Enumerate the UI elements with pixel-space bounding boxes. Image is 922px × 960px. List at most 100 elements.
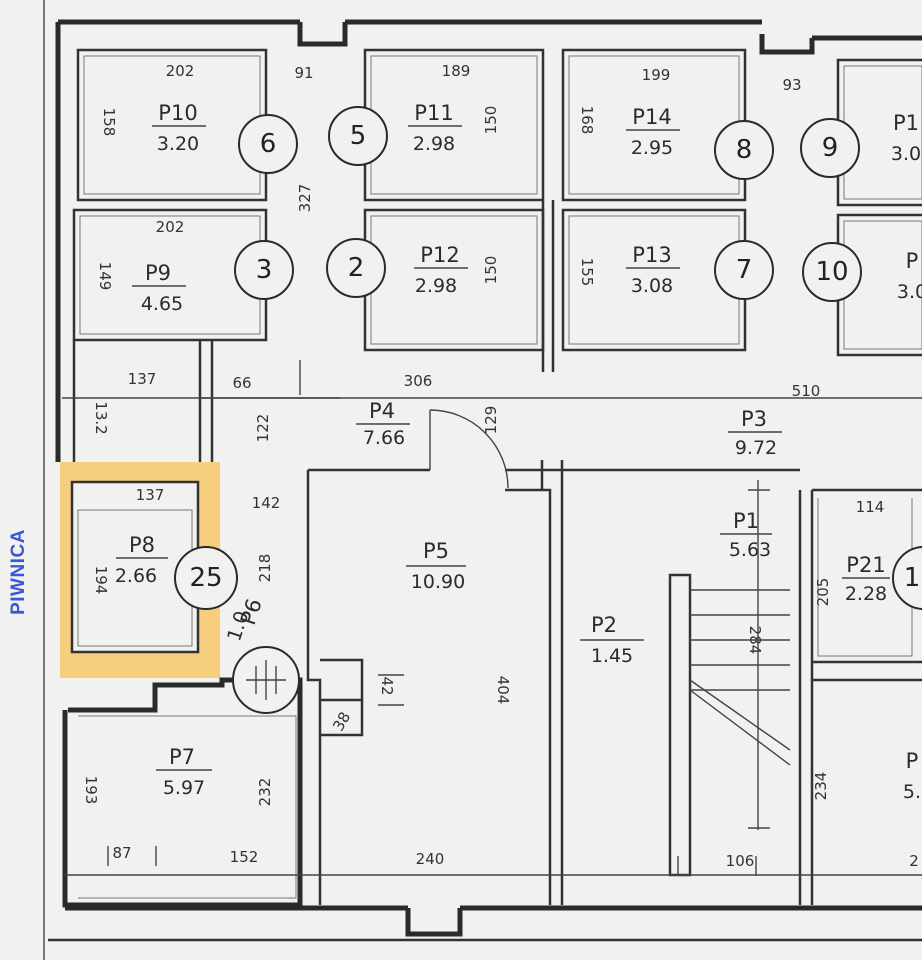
svg-text:6: 6 xyxy=(260,129,277,159)
room-p8-name: P8 xyxy=(129,533,155,557)
room-p3-name: P3 xyxy=(741,407,767,431)
svg-text:3: 3 xyxy=(256,255,273,285)
room-p16-area: 3.0 xyxy=(897,281,922,303)
svg-text:25: 25 xyxy=(189,563,222,593)
storage-cells xyxy=(72,48,922,462)
dim-149: 149 xyxy=(96,262,114,291)
dim-193: 193 xyxy=(82,776,100,805)
dim-142: 142 xyxy=(252,494,281,512)
dim-327: 327 xyxy=(296,184,314,213)
dim-2: 2 xyxy=(909,852,919,870)
marker-3: 3 xyxy=(234,240,294,300)
svg-text:7: 7 xyxy=(736,255,753,285)
room-p2-area: 1.45 xyxy=(591,645,633,667)
room-p21-name: P21 xyxy=(846,553,885,577)
room-p4-name: P4 xyxy=(369,399,395,423)
dim-202-top: 202 xyxy=(166,62,195,80)
dim-122: 122 xyxy=(254,414,272,443)
dimension-ticks xyxy=(107,480,770,876)
dim-137-a: 137 xyxy=(128,370,157,388)
middle-walls xyxy=(70,409,922,905)
room-p1-name: P1 xyxy=(733,509,759,533)
dim-114: 114 xyxy=(856,498,885,516)
dim-150-a: 150 xyxy=(482,106,500,135)
room-p22-name: P xyxy=(906,749,919,773)
lower-walls xyxy=(62,677,922,908)
dim-194: 194 xyxy=(92,566,110,595)
dim-510: 510 xyxy=(792,382,821,400)
dim-152: 152 xyxy=(230,848,259,866)
dim-106: 106 xyxy=(726,852,755,870)
dim-306: 306 xyxy=(404,372,433,390)
room-p5-area: 10.90 xyxy=(411,571,465,593)
room-p14-area: 2.95 xyxy=(631,137,673,159)
room-p9-area: 4.65 xyxy=(141,293,183,315)
dim-189: 189 xyxy=(442,62,471,80)
room-p8-area: 2.66 xyxy=(115,565,157,587)
svg-text:1: 1 xyxy=(904,563,921,593)
dim-240: 240 xyxy=(416,850,445,868)
room-p11-area: 2.98 xyxy=(413,133,455,155)
room-p5-name: P5 xyxy=(423,539,449,563)
room-p10-area: 3.20 xyxy=(157,133,199,155)
dim-168: 168 xyxy=(578,106,596,135)
room-p4-area: 7.66 xyxy=(363,427,405,449)
marker-10: 10 xyxy=(802,242,862,302)
svg-text:9: 9 xyxy=(822,133,839,163)
marker-2: 2 xyxy=(326,238,386,298)
svg-text:2: 2 xyxy=(348,253,365,283)
room-p13-name: P13 xyxy=(632,243,671,267)
dim-13-2: 13.2 xyxy=(92,401,110,434)
room-p3-area: 9.72 xyxy=(735,437,777,459)
room-p10-name: P10 xyxy=(158,101,197,125)
marker-7: 7 xyxy=(714,240,774,300)
svg-text:5: 5 xyxy=(350,121,367,151)
room-p11-name: P11 xyxy=(414,101,453,125)
room-p1-area: 5.63 xyxy=(729,539,771,561)
dim-199: 199 xyxy=(642,66,671,84)
room-p22-area: 5. xyxy=(903,781,921,803)
dim-155: 155 xyxy=(578,258,596,287)
dim-404: 404 xyxy=(494,676,512,705)
room-p13-area: 3.08 xyxy=(631,275,673,297)
svg-text:10: 10 xyxy=(815,257,848,287)
room-p12-area: 2.98 xyxy=(415,275,457,297)
marker-8: 8 xyxy=(714,120,774,180)
room-labels: P10 3.20 P11 2.98 P14 2.95 P1 3.0 P9 4.6… xyxy=(115,101,922,803)
dim-202-mid: 202 xyxy=(156,218,185,236)
corridor-lines xyxy=(62,360,922,399)
dim-284: 284 xyxy=(746,626,764,655)
room-p2-name: P2 xyxy=(591,613,617,637)
dim-129: 129 xyxy=(482,406,500,435)
dim-42: 42 xyxy=(378,676,396,695)
room-p16-name: P xyxy=(906,249,919,273)
room-p15-area: 3.0 xyxy=(891,143,921,165)
p8-highlight xyxy=(60,462,220,678)
marker-6: 6 xyxy=(238,114,298,174)
room-p14-name: P14 xyxy=(632,105,671,129)
marker-stair-symbol xyxy=(232,646,300,714)
svg-text:8: 8 xyxy=(736,135,753,165)
dim-87: 87 xyxy=(112,844,131,862)
outer-walls xyxy=(43,0,922,960)
dim-218: 218 xyxy=(256,554,274,583)
room-p15-name: P1 xyxy=(893,111,919,135)
room-p21-area: 2.28 xyxy=(845,583,887,605)
marker-9: 9 xyxy=(800,118,860,178)
marker-1: 1 xyxy=(892,546,922,610)
unit-markers: 6 5 8 9 3 2 7 10 xyxy=(174,106,922,714)
piwnica-side-label: PIWNICA xyxy=(8,529,29,615)
room-p7-name: P7 xyxy=(169,745,195,769)
marker-25: 25 xyxy=(174,546,238,610)
dim-66: 66 xyxy=(232,374,251,392)
room-p9-name: P9 xyxy=(145,261,171,285)
room-p12-name: P12 xyxy=(420,243,459,267)
dim-150-b: 150 xyxy=(482,256,500,285)
dimension-labels: 202 91 189 199 93 158 327 150 168 202 14… xyxy=(82,62,919,870)
room-p7-area: 5.97 xyxy=(163,777,205,799)
dim-205: 205 xyxy=(814,578,832,607)
dim-93: 93 xyxy=(782,76,801,94)
dim-91: 91 xyxy=(294,64,313,82)
dim-137-b: 137 xyxy=(136,486,165,504)
